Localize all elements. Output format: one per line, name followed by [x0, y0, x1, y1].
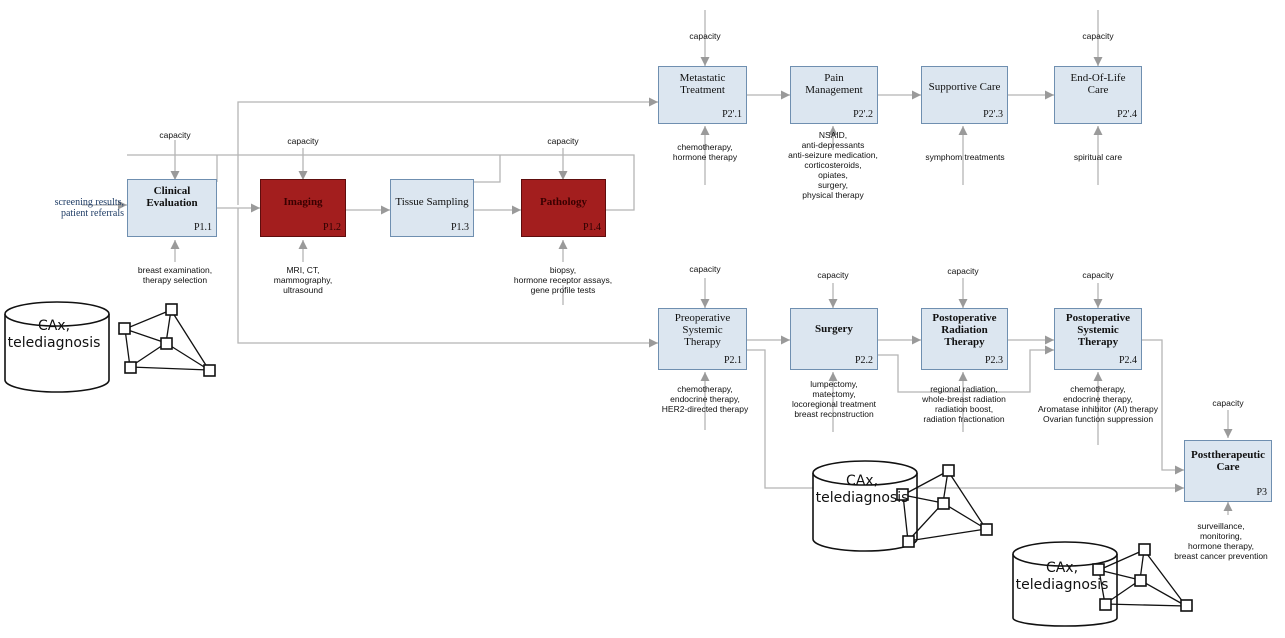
- mechanism-label: symphom treatments: [925, 152, 1005, 162]
- process-title: Preoperative Systemic Therapy: [674, 312, 731, 348]
- capacity-label: capacity: [689, 264, 721, 274]
- process-end-of-life-care: End-Of-Life Care P2'.4: [1054, 66, 1142, 124]
- process-code: P1.2: [322, 222, 341, 233]
- process-surgery: Surgery P2.2: [790, 308, 878, 370]
- process-imaging: Imaging P1.2: [260, 179, 346, 237]
- process-code: P2'.1: [722, 109, 742, 120]
- process-title: Tissue Sampling: [395, 196, 469, 208]
- process-preoperative-systemic-therapy: Preoperative Systemic Therapy P2.1: [658, 308, 747, 370]
- process-title: Posttherapeutic Care: [1191, 449, 1265, 473]
- database-label: CAx, telediagnosis: [1015, 560, 1109, 593]
- process-title: End-Of-Life Care: [1070, 72, 1126, 96]
- capacity-label: capacity: [1082, 270, 1114, 280]
- mechanism-label: regional radiation, whole-breast radiati…: [922, 384, 1006, 424]
- process-code: P2.1: [723, 355, 742, 366]
- process-title: Pain Management: [805, 72, 863, 96]
- database-label: CAx, telediagnosis: [815, 473, 909, 506]
- mechanism-label: spiritual care: [1073, 152, 1123, 162]
- mechanism-label: biopsy, hormone receptor assays, gene pr…: [513, 265, 613, 295]
- process-title: Surgery: [815, 323, 853, 335]
- process-code: P3: [1256, 487, 1267, 498]
- process-title: Postoperative Radiation Therapy: [932, 312, 997, 348]
- database-cax-telediagnosis: CAx, telediagnosis: [1008, 538, 1248, 638]
- process-supportive-care: Supportive Care P2'.3: [921, 66, 1008, 124]
- capacity-label: capacity: [1212, 398, 1244, 408]
- database-label: CAx, telediagnosis: [7, 318, 101, 351]
- process-clinical-evaluation: Clinical Evaluation P1.1: [127, 179, 217, 237]
- database-cylinder-icon: [812, 460, 993, 552]
- mechanism-label: NSAID, anti-depressants anti-seizure med…: [788, 130, 878, 200]
- mechanism-label: lumpectomy, matectomy, locoregional trea…: [791, 379, 877, 419]
- process-pathology: Pathology P1.4: [521, 179, 606, 237]
- capacity-label: capacity: [287, 136, 319, 146]
- database-cax-telediagnosis: CAx, telediagnosis: [0, 298, 240, 398]
- capacity-label: capacity: [947, 266, 979, 276]
- process-postoperative-radiation-therapy: Postoperative Radiation Therapy P2.3: [921, 308, 1008, 370]
- process-posttherapeutic-care: Posttherapeutic Care P3: [1184, 440, 1272, 502]
- process-title: Supportive Care: [928, 81, 1001, 93]
- capacity-label: capacity: [547, 136, 579, 146]
- process-title: Clinical Evaluation: [146, 185, 198, 209]
- mechanism-label: chemotherapy, endocrine therapy, HER2-di…: [661, 384, 749, 414]
- process-code: P1.4: [582, 222, 601, 233]
- mechanism-label: MRI, CT, mammography, ultrasound: [273, 265, 333, 295]
- capacity-label: capacity: [1082, 31, 1114, 41]
- process-title: Imaging: [283, 196, 323, 208]
- mechanism-label: breast examination, therapy selection: [137, 265, 213, 285]
- process-title: Postoperative Systemic Therapy: [1065, 312, 1131, 348]
- process-code: P2.3: [984, 355, 1003, 366]
- mechanism-label: surveillance, monitoring, hormone therap…: [1174, 521, 1268, 561]
- capacity-label: capacity: [689, 31, 721, 41]
- database-cylinder-icon: [1012, 541, 1193, 627]
- process-code: P2'.2: [853, 109, 873, 120]
- process-tissue-sampling: Tissue Sampling P1.3: [390, 179, 474, 237]
- process-code: P1.1: [193, 222, 212, 233]
- process-code: P1.3: [450, 222, 469, 233]
- process-code: P2.2: [854, 355, 873, 366]
- mechanism-label: chemotherapy, hormone therapy: [672, 142, 738, 162]
- database-cax-telediagnosis: CAx, telediagnosis: [808, 457, 1048, 557]
- input-label: screening results, patient referrals: [54, 197, 124, 219]
- process-code: P2.4: [1118, 355, 1137, 366]
- process-postoperative-systemic-therapy: Postoperative Systemic Therapy P2.4: [1054, 308, 1142, 370]
- process-title: Metastatic Treatment: [679, 72, 726, 96]
- mechanism-label: chemotherapy, endocrine therapy, Aromata…: [1038, 384, 1158, 424]
- capacity-label: capacity: [817, 270, 849, 280]
- process-pain-management: Pain Management P2'.2: [790, 66, 878, 124]
- database-cylinder-icon: [4, 301, 216, 393]
- process-code: P2'.4: [1117, 109, 1137, 120]
- process-metastatic-treatment: Metastatic Treatment P2'.1: [658, 66, 747, 124]
- process-code: P2'.3: [983, 109, 1003, 120]
- connector-lines: [82, 10, 1233, 515]
- capacity-label: capacity: [159, 130, 191, 140]
- process-title: Pathology: [539, 196, 588, 208]
